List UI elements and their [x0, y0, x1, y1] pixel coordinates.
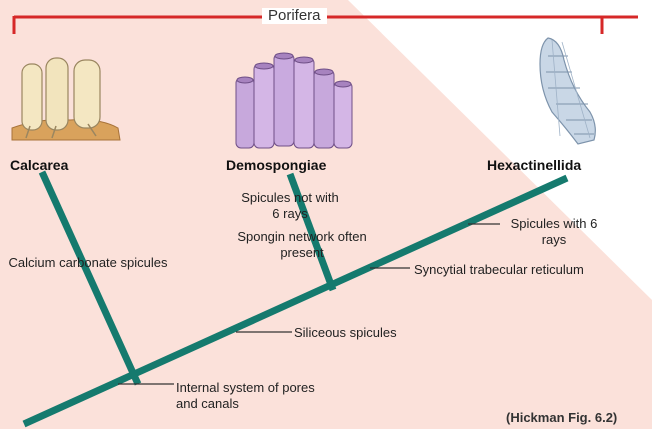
- calcarea-sponge-icon: [11, 57, 121, 141]
- trait-internal-system-pores-canals: Internal system of pores and canals: [176, 380, 315, 411]
- cladogram-branches: [22, 170, 569, 428]
- trait-siliceous-spicules: Siliceous spicules: [294, 325, 397, 340]
- trait-spongin-network: Spongin network often present: [237, 229, 367, 260]
- taxon-label-demospongiae: Demospongiae: [226, 157, 327, 173]
- trait-calcium-carbonate-spicules: Calcium carbonate spicules: [8, 255, 168, 270]
- trait-spicules-not-6-rays: Spicules not with 6 rays: [241, 190, 339, 221]
- demospongiae-branch: [286, 172, 337, 292]
- clade-title: Porifera: [262, 8, 327, 24]
- taxon-label-hexactinellida: Hexactinellida: [487, 157, 582, 173]
- calcarea-branch: [38, 170, 142, 386]
- hexactinellida-sponge-icon: [539, 37, 596, 145]
- trait-spicules-6-rays: Spicules with 6 rays: [510, 216, 598, 247]
- leader-lines: [118, 223, 500, 385]
- main-trunk: [22, 174, 569, 428]
- figure-citation: (Hickman Fig. 6.2): [506, 410, 618, 425]
- trait-syncytial-trabecular-reticulum: Syncytial trabecular reticulum: [414, 262, 584, 277]
- demospongiae-sponge-icon: [235, 52, 353, 149]
- taxon-label-calcarea: Calcarea: [10, 157, 69, 173]
